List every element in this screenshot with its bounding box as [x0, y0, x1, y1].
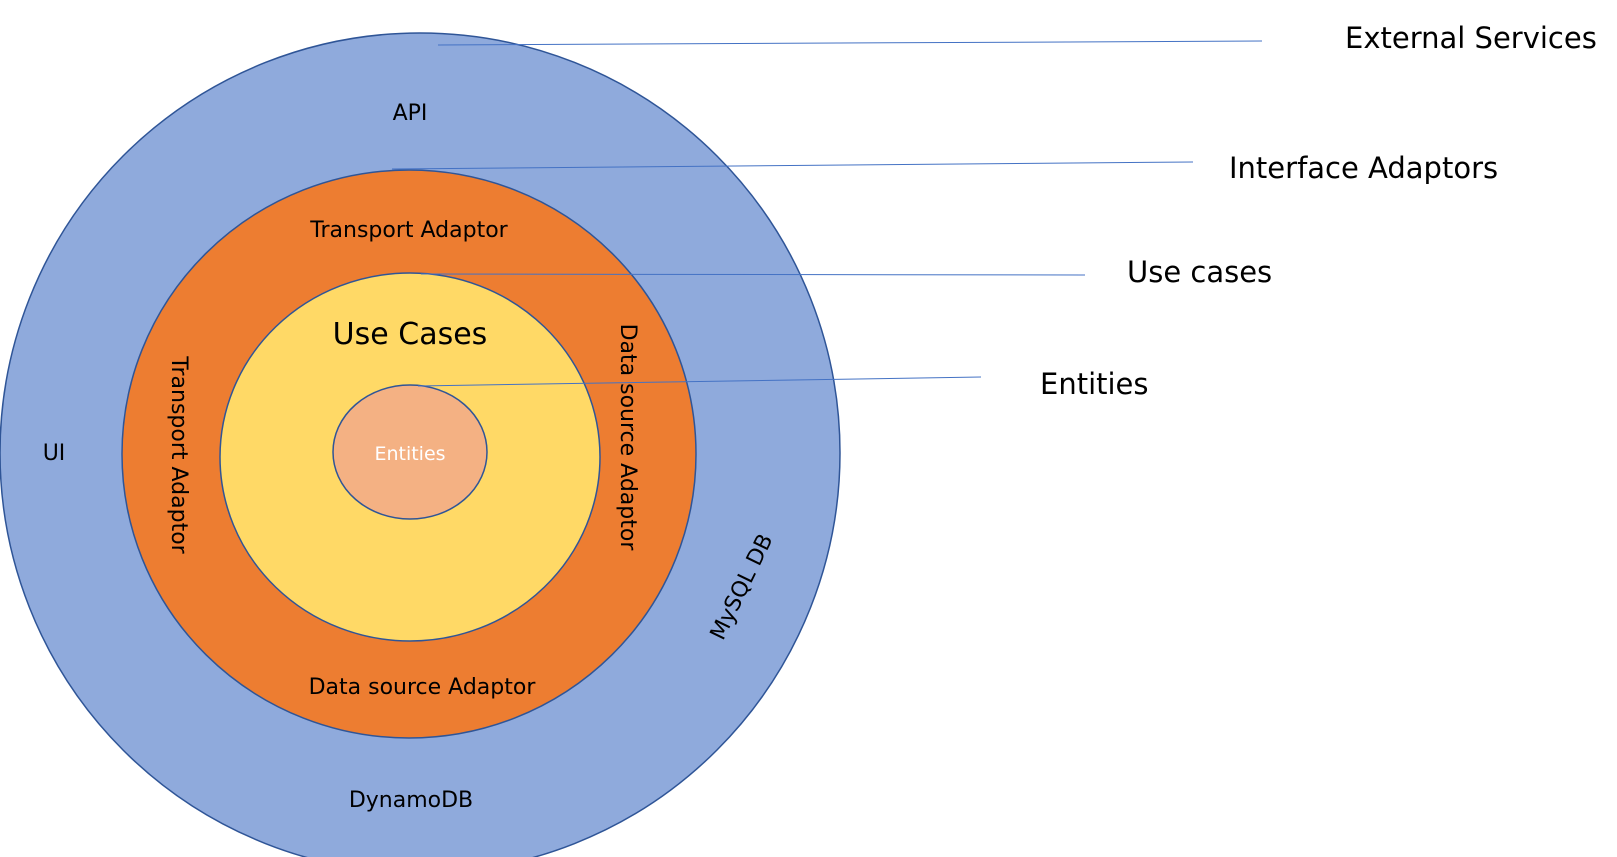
- entities-label: Entities: [374, 443, 445, 465]
- interface-adaptors-leader-line: [391, 161, 1194, 170]
- legend-external-services: External Services: [1345, 21, 1597, 55]
- external-services-left-label: UI: [43, 441, 66, 466]
- entities-ring: [332, 384, 488, 520]
- external-services-top-label: API: [393, 101, 428, 126]
- entities-leader-line: [417, 376, 982, 387]
- external-services-bottom-label: DynamoDB: [349, 788, 473, 813]
- external-services-leader-line: [437, 40, 1263, 46]
- interface-adaptors-bottom-label: Data source Adaptor: [309, 675, 537, 700]
- use-cases-label: Use Cases: [333, 317, 488, 352]
- interface-adaptors-left-label: Transport Adaptor: [166, 355, 191, 554]
- legend-use-cases: Use cases: [1127, 255, 1272, 289]
- legend-entities: Entities: [1040, 367, 1149, 401]
- interface-adaptors-top-label: Transport Adaptor: [309, 218, 508, 243]
- legend-interface-adaptors: Interface Adaptors: [1229, 151, 1498, 185]
- interface-adaptors-right-label: Data source Adaptor: [615, 324, 640, 552]
- use-cases-leader-line: [420, 273, 1086, 276]
